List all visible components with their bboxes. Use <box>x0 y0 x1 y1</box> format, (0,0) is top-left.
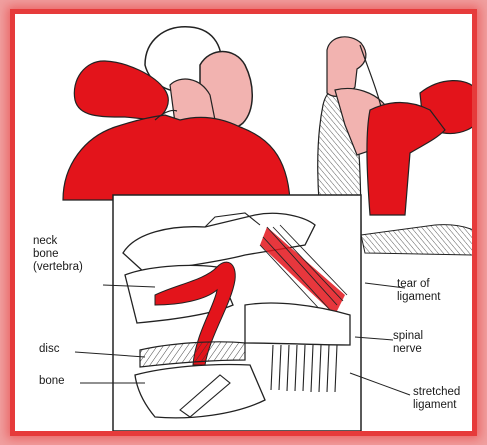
label-neck-bone: neck bone (vertebra) <box>33 235 83 274</box>
illustration-panel: neck bone (vertebra) tear of ligament di… <box>10 9 477 436</box>
label-spinal-nerve-line1: spinal <box>393 330 423 343</box>
whiplash-illustration <box>15 14 477 436</box>
spine-detail-box <box>75 195 410 431</box>
label-stretched-line1: stretched <box>413 386 460 399</box>
label-tear-line2: ligament <box>397 291 440 304</box>
seat-base <box>361 225 477 255</box>
label-neck-bone-line3: (vertebra) <box>33 261 83 274</box>
label-neck-bone-line1: neck <box>33 235 83 248</box>
label-neck-bone-line2: bone <box>33 248 83 261</box>
body-red <box>63 115 290 200</box>
left-figure <box>63 27 290 200</box>
label-tear-line1: tear of <box>397 278 440 291</box>
label-spinal-nerve: spinal nerve <box>393 330 423 356</box>
label-tear-of-ligament: tear of ligament <box>397 278 440 304</box>
label-stretched-line2: ligament <box>413 399 460 412</box>
body-red-right <box>367 103 445 216</box>
label-disc: disc <box>39 343 59 356</box>
label-stretched-ligament: stretched ligament <box>413 386 460 412</box>
label-bone: bone <box>39 375 65 388</box>
label-spinal-nerve-line2: nerve <box>393 343 423 356</box>
